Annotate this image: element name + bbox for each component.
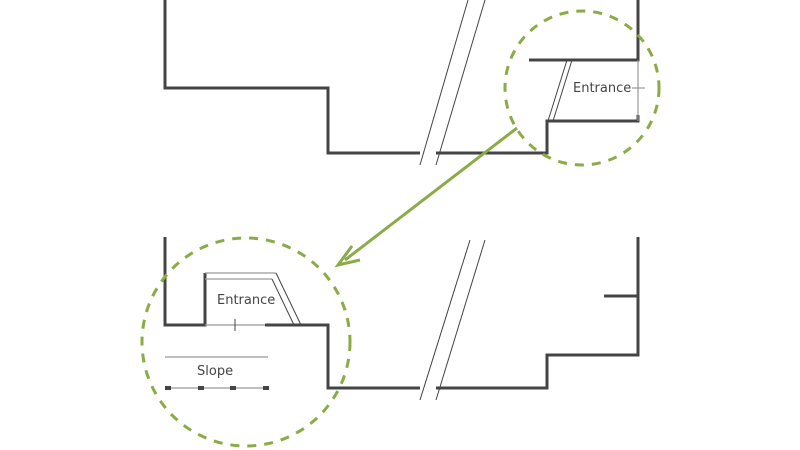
- break-line: [419, 239, 471, 401]
- top-plan: [163, 0, 661, 167]
- break-line: [435, 0, 486, 166]
- entrance-label-top: Entrance: [573, 81, 632, 96]
- break-line: [419, 0, 469, 166]
- highlight-circle-bottom: [140, 236, 352, 448]
- highlight-circle-top: [503, 9, 661, 167]
- bottom-plan: [140, 236, 640, 448]
- break-line: [435, 239, 486, 401]
- slope-label: Slope: [197, 364, 234, 379]
- entrance-label-bottom: Entrance: [217, 293, 276, 308]
- arrow: [334, 126, 518, 268]
